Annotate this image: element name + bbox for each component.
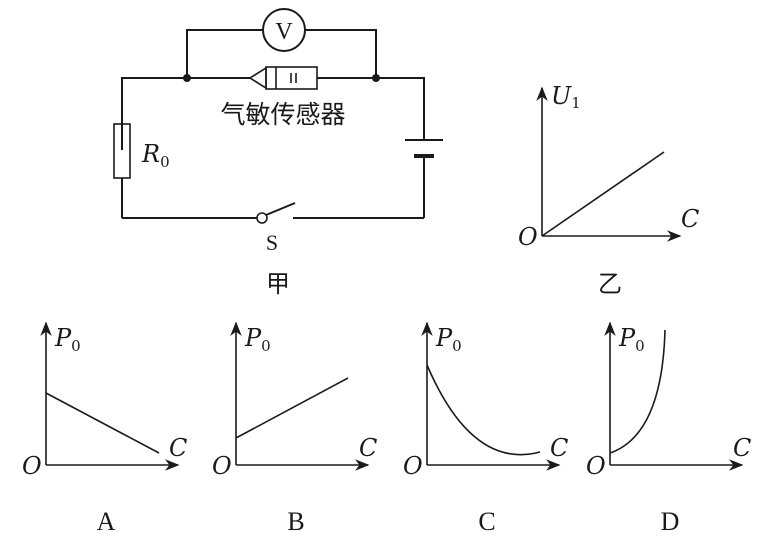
option-graph-b: P0C O B xyxy=(212,321,377,536)
y-axis-label: U1 xyxy=(551,82,581,112)
option-letter: C xyxy=(478,507,495,536)
x-axis-label: C xyxy=(550,434,568,462)
x-axis-label: C xyxy=(681,205,699,233)
switch-pivot xyxy=(256,212,268,224)
x-axis-label: C xyxy=(169,434,187,462)
switch-blade xyxy=(265,202,296,216)
option-graph-a: P0C O A xyxy=(22,321,187,536)
figure-label-yi: 乙 xyxy=(598,270,622,298)
circuit-diagram: V 气敏传感器 R0 S 甲 xyxy=(113,8,443,298)
y-axis-label: P0 xyxy=(618,324,645,355)
option-letter: A xyxy=(97,507,116,536)
junction-dot-right xyxy=(372,74,380,82)
option-letter: D xyxy=(661,507,680,536)
option-graph-c: P0C O C xyxy=(403,321,568,536)
option-graph-d: P0C O D xyxy=(586,321,751,536)
origin-label: O xyxy=(586,452,606,480)
p0-curve xyxy=(609,329,666,454)
origin-label: O xyxy=(22,452,42,480)
y-axis-label: P0 xyxy=(435,324,462,355)
voltmeter-symbol xyxy=(262,8,306,52)
top-wire-left xyxy=(121,77,250,150)
figure-label-jia: 甲 xyxy=(266,270,290,298)
top-wire-right xyxy=(317,77,425,140)
y-axis-label: P0 xyxy=(54,324,81,355)
gas-sensor xyxy=(248,66,318,90)
voltmeter-label: V xyxy=(275,19,293,45)
u1-line xyxy=(541,151,665,237)
p0-curve xyxy=(426,364,541,456)
origin-label: O xyxy=(403,452,423,480)
p0-curve xyxy=(235,377,349,439)
graph-yi: U1 C O 乙 xyxy=(518,82,699,298)
origin-label: O xyxy=(212,452,232,480)
p0-curve xyxy=(45,392,160,454)
x-axis-label: C xyxy=(733,434,751,462)
resistor-label: R0 xyxy=(141,140,170,171)
junction-dot-left xyxy=(183,74,191,82)
origin-label: O xyxy=(518,223,538,251)
option-letter: B xyxy=(287,507,304,536)
y-axis-label: P0 xyxy=(244,324,271,355)
switch-label: S xyxy=(266,230,278,255)
x-axis-label: C xyxy=(359,434,377,462)
sensor-label: 气敏传感器 xyxy=(220,100,345,129)
voltmeter-branch-wire xyxy=(186,29,377,78)
